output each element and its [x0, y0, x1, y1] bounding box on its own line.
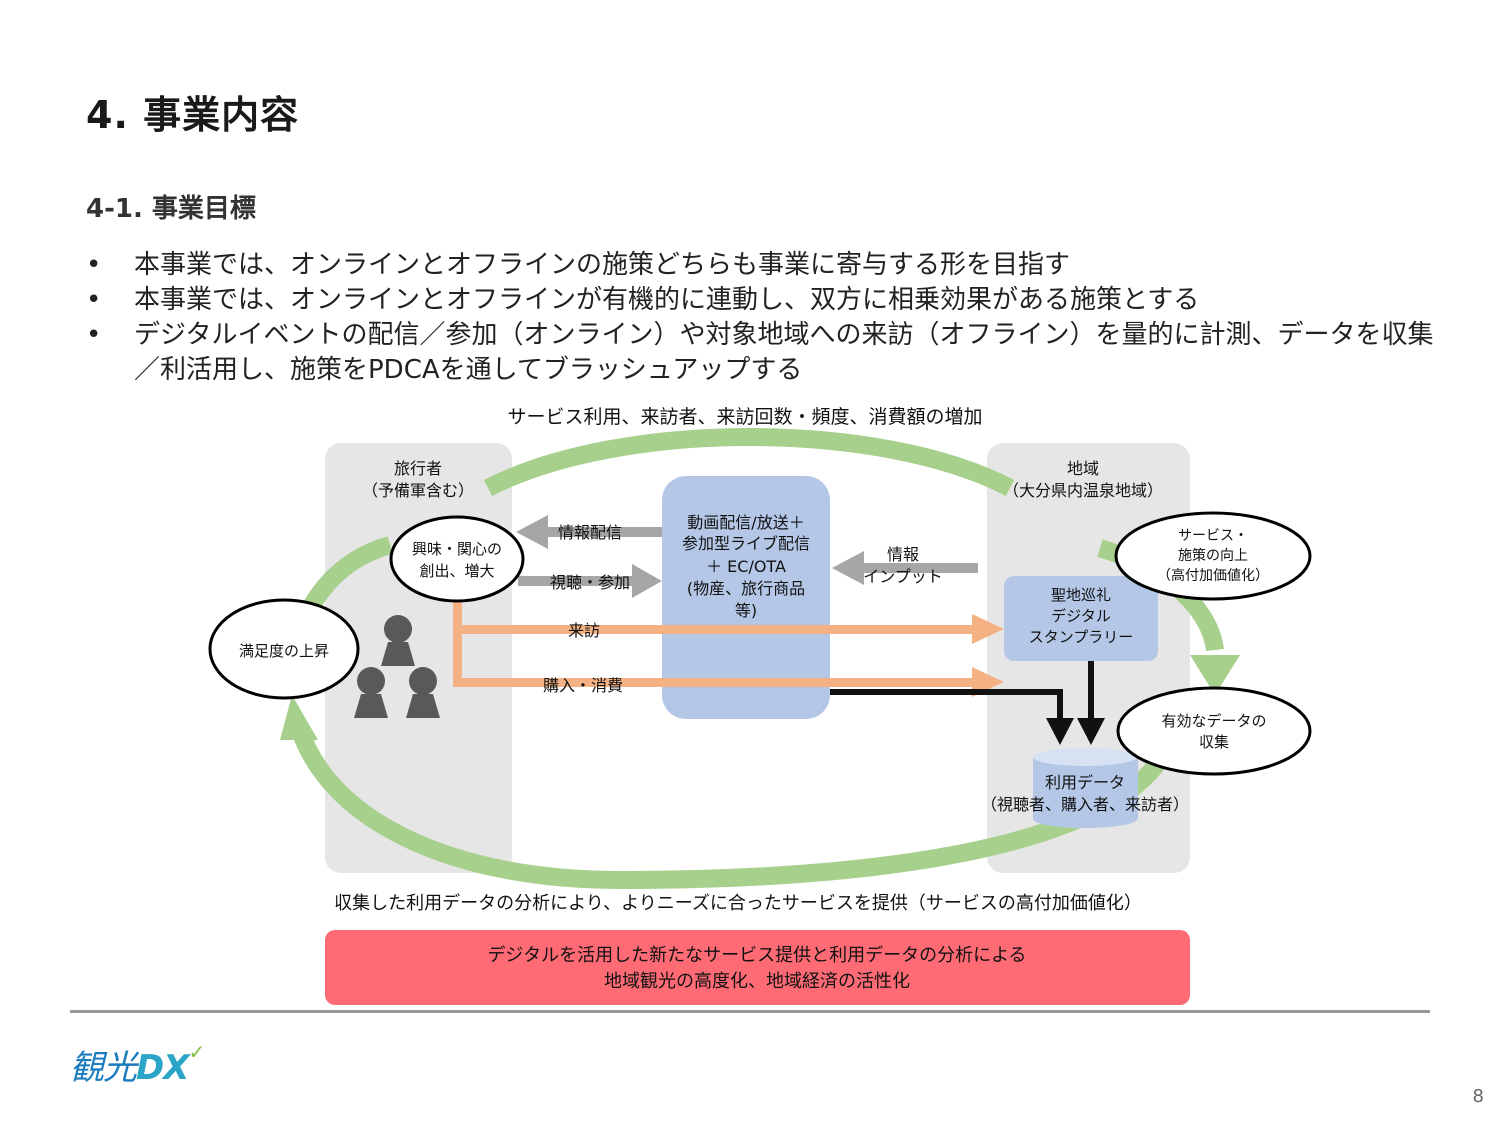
conclusion-banner [325, 930, 1190, 1005]
satisfaction-ellipse [208, 598, 360, 700]
region-title: 地域 [1067, 459, 1099, 478]
traveler-title: 旅行者 [394, 459, 442, 478]
top-caption: サービス利用、来訪者、来訪回数・頻度、消費額の増加 [507, 406, 982, 428]
center-box-line: (物産、旅行商品 [687, 579, 805, 598]
logo-text-dx: DX [136, 1048, 189, 1088]
logo-text-jp: 観光 [70, 1048, 137, 1088]
section-subtitle: 4-1. 事業目標 [86, 194, 256, 224]
stamp-rally-label: デジタル [1051, 607, 1111, 625]
page-number: 8 [1472, 1086, 1484, 1107]
person-silhouette-icon [354, 615, 440, 718]
logo-tick-icon: ✓ [188, 1040, 205, 1064]
page-title: 4. 事業内容 [86, 93, 300, 137]
traveler-subtitle: （予備軍含む） [362, 481, 474, 500]
info-delivery-label: 情報配信 [558, 523, 622, 542]
view-participate-label: 視聴・参加 [550, 573, 630, 592]
bullet-item: 本事業では、オンラインとオフラインが有機的に連動し、双方に相乗効果がある施策とす… [86, 283, 1446, 318]
center-service-box [662, 476, 830, 719]
center-box-line: 等) [735, 601, 757, 620]
loop-arrowhead-right [1190, 655, 1240, 695]
bullet-item: 本事業では、オンラインとオフラインの施策どちらも事業に寄与する形を目指す [86, 248, 1446, 283]
banner-line: 地域観光の高度化、地域経済の活性化 [604, 971, 910, 992]
stamp-rally-label: スタンプラリー [1029, 628, 1134, 646]
service-label: （高付加価値化） [1157, 567, 1269, 584]
center-box-line: 動画配信/放送＋ [687, 513, 804, 532]
effective-data-ellipse [1116, 686, 1312, 776]
view-participate-arrow [518, 564, 662, 598]
data-flow-arrows [830, 661, 1105, 745]
bullet-item: デジタルイベントの配信／参加（オンライン）や対象地域への来訪（オフライン）を量的… [86, 318, 1446, 388]
banner-line: デジタルを活用した新たなサービス提供と利用データの分析による [487, 945, 1026, 966]
usage-data-label: 利用データ [1045, 773, 1125, 792]
center-box-line: 参加型ライブ配信 [682, 534, 810, 553]
stamp-rally-label: 聖地巡礼 [1051, 586, 1111, 604]
bottom-caption: 収集した利用データの分析により、よりニーズに合ったサービスを提供（サービスの高付… [334, 893, 1142, 914]
info-input-arrow [832, 551, 978, 585]
purchase-label: 購入・消費 [543, 676, 623, 695]
info-input-label: インプット [863, 567, 943, 586]
interest-ellipse [389, 515, 525, 603]
effective-data-label: 有効なデータの [1161, 712, 1266, 730]
region-subtitle: （大分県内温泉地域） [1003, 481, 1163, 500]
interest-label: 創出、増大 [419, 562, 494, 580]
kanko-dx-logo: 観光DX✓ [70, 1040, 205, 1089]
interest-label: 興味・関心の [412, 540, 502, 558]
goal-bullets: 本事業では、オンラインとオフラインの施策どちらも事業に寄与する形を目指す 本事業… [86, 248, 1446, 388]
usage-data-cylinder [1033, 748, 1138, 828]
info-delivery-arrow [516, 515, 662, 549]
center-box-line: ＋ EC/OTA [706, 557, 786, 576]
business-diagram: サービス利用、来訪者、来訪回数・頻度、消費額の増加 旅行者 （予備軍含む） 興味… [0, 395, 1500, 1015]
usage-data-sublabel: （視聴者、購入者、来訪者） [981, 795, 1189, 814]
loop-arrowhead-left [280, 695, 318, 740]
effective-data-label: 収集 [1199, 733, 1229, 751]
footer-divider [70, 1010, 1430, 1013]
service-label: サービス・ [1178, 528, 1248, 544]
satisfaction-label: 満足度の上昇 [239, 642, 329, 660]
stamp-rally-box [1004, 576, 1158, 661]
info-input-label: 情報 [887, 545, 919, 564]
service-label: 施策の向上 [1178, 547, 1248, 564]
service-improvement-ellipse [1114, 511, 1312, 601]
visit-label: 来訪 [568, 621, 600, 640]
